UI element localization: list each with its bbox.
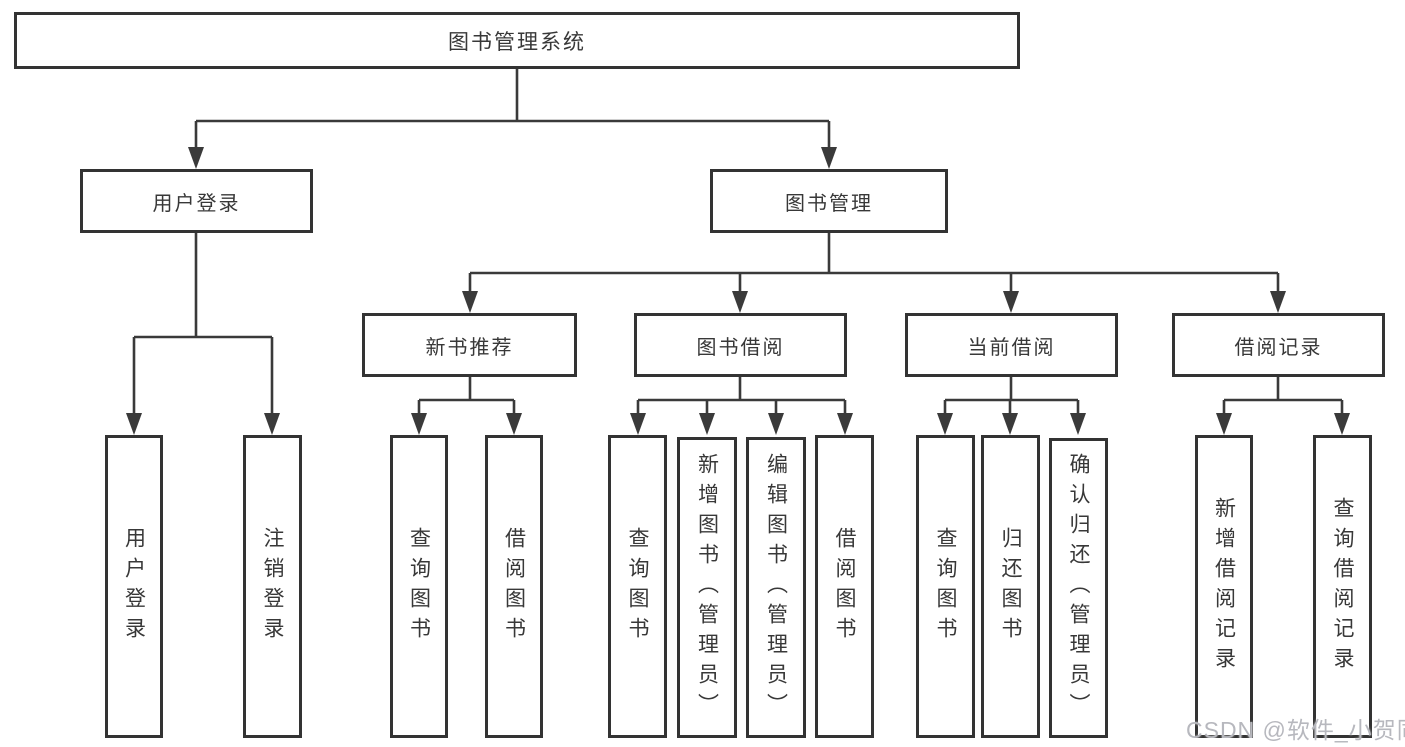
arrow-leaf-edit-book [768, 413, 784, 435]
node-leaf-borrow-book-2: 借阅图书 [815, 435, 874, 738]
arrow-borrow-record [1270, 291, 1286, 313]
connector-new-book-rec [417, 377, 516, 416]
node-book-borrow: 图书借阅 [634, 313, 847, 377]
arrow-current-borrow [1003, 291, 1019, 313]
node-leaf-borrow-book-1: 借阅图书 [485, 435, 543, 738]
node-user-login: 用户登录 [80, 169, 313, 233]
arrowheads [126, 147, 1350, 435]
node-leaf-return-book: 归还图书 [981, 435, 1040, 738]
node-leaf-query-record: 查询借阅记录 [1313, 435, 1372, 738]
connector-book-mgmt [468, 233, 1280, 294]
connector-book-borrow [636, 377, 847, 416]
node-leaf-edit-book: 编辑图书（管理员） [746, 437, 806, 738]
connector-root [194, 69, 831, 150]
arrow-leaf-query-book-3 [937, 413, 953, 435]
connector-borrow-record [1222, 377, 1344, 416]
node-leaf-query-book-2: 查询图书 [608, 435, 667, 738]
node-borrow-record: 借阅记录 [1172, 313, 1385, 377]
node-current-borrow: 当前借阅 [905, 313, 1118, 377]
arrow-book-borrow [732, 291, 748, 313]
connector-current-borrow [943, 377, 1080, 416]
csdn-watermark: CSDN @软件_小贺同学 [1186, 717, 1405, 743]
arrow-leaf-logout [264, 413, 280, 435]
node-leaf-logout: 注销登录 [243, 435, 302, 738]
arrow-leaf-add-record [1216, 413, 1232, 435]
node-leaf-user-login: 用户登录 [105, 435, 163, 738]
node-leaf-add-book: 新增图书（管理员） [677, 437, 737, 738]
arrow-new-book-rec [462, 291, 478, 313]
arrow-leaf-return-book [1002, 413, 1018, 435]
arrow-leaf-add-book [699, 413, 715, 435]
arrow-leaf-borrow-book-1 [506, 413, 522, 435]
node-book-mgmt: 图书管理 [710, 169, 948, 233]
arrow-leaf-query-book-2 [630, 413, 646, 435]
arrow-user-login [188, 147, 204, 169]
node-root: 图书管理系统 [14, 12, 1020, 69]
arrow-leaf-query-record [1334, 413, 1350, 435]
node-new-book-rec: 新书推荐 [362, 313, 577, 377]
node-leaf-query-book-1: 查询图书 [390, 435, 448, 738]
arrow-leaf-borrow-book-2 [837, 413, 853, 435]
connector-user-login [132, 233, 274, 416]
node-leaf-confirm-return: 确认归还（管理员） [1049, 438, 1108, 738]
arrow-leaf-query-book-1 [411, 413, 427, 435]
arrow-leaf-user-login [126, 413, 142, 435]
arrow-book-mgmt [821, 147, 837, 169]
node-leaf-add-record: 新增借阅记录 [1195, 435, 1253, 738]
node-leaf-query-book-3: 查询图书 [916, 435, 975, 738]
arrow-leaf-confirm-return [1070, 413, 1086, 435]
